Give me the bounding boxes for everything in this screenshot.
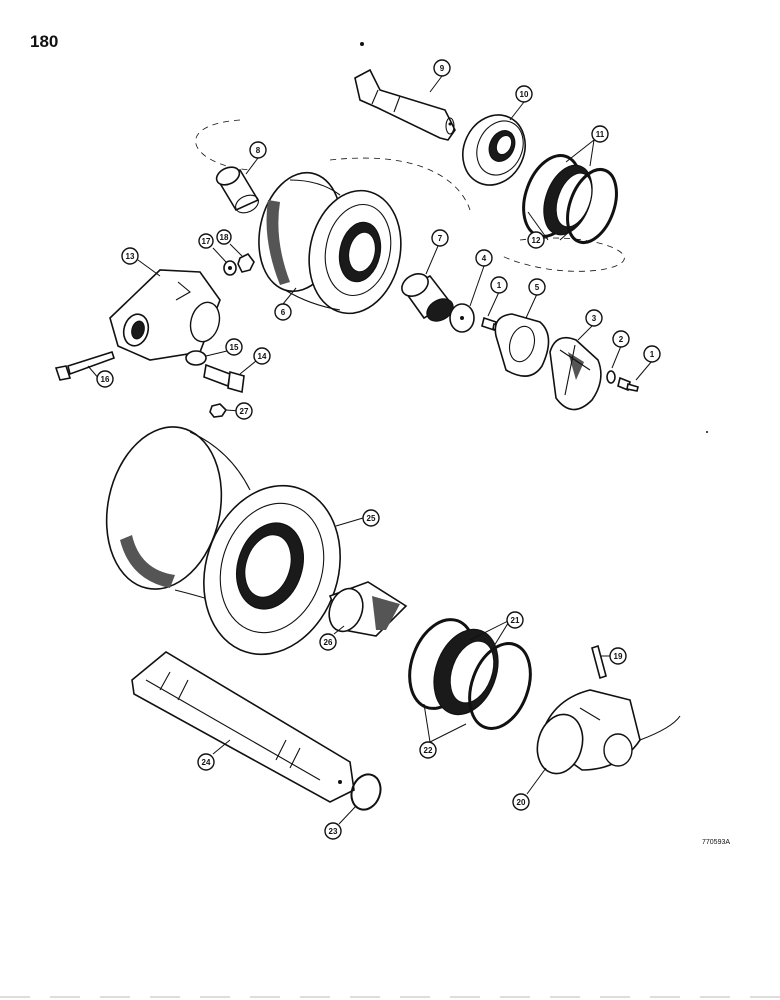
callout-24-label: 24 (202, 758, 211, 767)
callout-8-label: 8 (256, 146, 261, 155)
callout-20: 20 (512, 793, 530, 811)
callout-21: 21 (506, 611, 524, 629)
part-19-pin (591, 644, 607, 680)
callout-27: 27 (235, 402, 253, 420)
part-23-o-ring (350, 773, 382, 811)
callout-10-label: 10 (520, 90, 529, 99)
part-4-washer (449, 303, 475, 333)
callout-26: 26 (319, 633, 337, 651)
callout-5-label: 5 (535, 283, 540, 292)
callout-7: 7 (431, 229, 449, 247)
part-5-gasket (494, 313, 550, 377)
callout-14-label: 14 (258, 352, 267, 361)
part-17-washer (223, 260, 237, 276)
callout-18-label: 18 (220, 233, 229, 242)
callout-22: 22 (419, 741, 437, 759)
callout-12-label: 12 (532, 236, 541, 245)
part-13-bracket (109, 269, 221, 361)
callout-14: 14 (253, 347, 271, 365)
callout-25-label: 25 (367, 514, 376, 523)
part-2-washer (606, 370, 616, 384)
callout-16-label: 16 (101, 375, 110, 384)
part-24-shaft (131, 651, 355, 803)
part-14-bolt (203, 363, 245, 394)
callout-13: 13 (121, 247, 139, 265)
callout-26-label: 26 (324, 638, 333, 647)
callout-27-label: 27 (240, 407, 249, 416)
assembly-path-dashed (195, 119, 625, 272)
callout-21-label: 21 (511, 616, 520, 625)
callout-2: 2 (612, 330, 630, 348)
callout-8: 8 (249, 141, 267, 159)
part-26-bushing (328, 581, 408, 637)
callout-25: 25 (362, 509, 380, 527)
callout-6: 6 (274, 303, 292, 321)
callout-24: 24 (197, 753, 215, 771)
callout-4-label: 4 (482, 254, 487, 263)
callout-7-label: 7 (438, 234, 443, 243)
page-number: 180 (30, 32, 59, 51)
part-7-bushing (401, 273, 454, 322)
callout-2-label: 2 (619, 335, 624, 344)
callout-1-upper-label: 1 (497, 281, 502, 290)
part-18-nut (237, 252, 255, 273)
callout-9-label: 9 (440, 64, 445, 73)
callout-22-label: 22 (424, 746, 433, 755)
callout-5: 5 (528, 278, 546, 296)
part-21-22-seal-group (408, 618, 532, 730)
part-3-cover (549, 336, 602, 411)
part-20-bracket (536, 689, 681, 775)
callout-23: 23 (324, 822, 342, 840)
callout-4: 4 (475, 249, 493, 267)
part-9-pin (354, 68, 456, 141)
part-15-washer (185, 350, 207, 366)
callout-11: 11 (591, 125, 609, 143)
callout-23-label: 23 (329, 827, 338, 836)
callout-1-lower-label: 1 (650, 350, 655, 359)
part-6-upper-roller (258, 171, 402, 315)
stray-dot (360, 42, 364, 46)
callout-3-label: 3 (592, 314, 597, 323)
part-10-bearing (462, 114, 526, 186)
part-27-nut (209, 403, 228, 418)
callout-11-label: 11 (596, 130, 605, 139)
callout-6-label: 6 (281, 308, 286, 317)
callout-12: 12 (527, 231, 545, 249)
callout-1-lower: 1 (643, 345, 661, 363)
part-25-track-roller (105, 426, 341, 656)
callout-9: 9 (433, 59, 451, 77)
callout-13-label: 13 (126, 252, 135, 261)
part-16-long-bolt (54, 350, 116, 381)
callout-15-label: 15 (230, 343, 239, 352)
callout-16: 16 (96, 370, 114, 388)
callout-17: 17 (198, 233, 214, 249)
callout-19-label: 19 (614, 652, 623, 661)
callout-15: 15 (225, 338, 243, 356)
drawing-code: 770593A (702, 839, 731, 846)
callout-19: 19 (609, 647, 627, 665)
callout-10: 10 (515, 85, 533, 103)
callout-1-upper: 1 (490, 276, 508, 294)
callout-17-label: 17 (202, 237, 211, 246)
callout-18: 18 (216, 229, 232, 245)
callout-3: 3 (585, 309, 603, 327)
part-1-screw-lower (617, 376, 639, 392)
stray-dot (706, 431, 708, 433)
part-8-bushing (215, 166, 260, 214)
callout-20-label: 20 (517, 798, 526, 807)
